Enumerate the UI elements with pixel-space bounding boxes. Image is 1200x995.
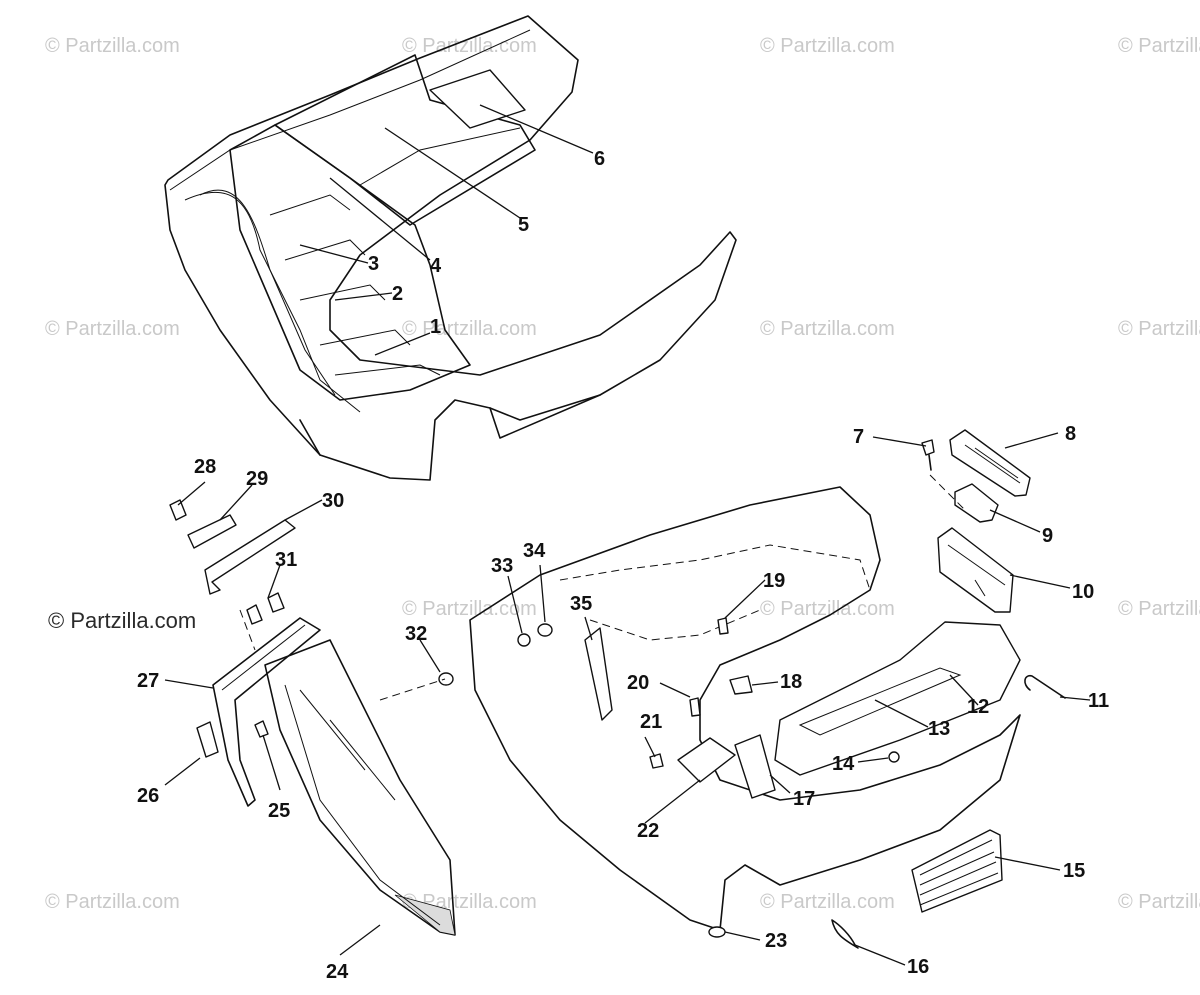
housing-10 xyxy=(937,527,1014,613)
watermark: © Partzilla.com xyxy=(760,891,895,913)
callout-14: 14 xyxy=(832,753,855,775)
watermark: © Partzilla.com xyxy=(760,318,895,340)
fastener-21 xyxy=(649,753,664,769)
watermark: © Partzilla.com xyxy=(1118,891,1200,913)
watermark: © Partzilla.com xyxy=(1118,318,1200,340)
nut-33 xyxy=(517,633,531,647)
callout-21: 21 xyxy=(640,711,662,733)
callout-2: 2 xyxy=(392,283,403,305)
seat-tub-assembly xyxy=(164,15,737,481)
bracket-35 xyxy=(584,627,613,721)
bolt-31a xyxy=(246,604,263,625)
fastener-19 xyxy=(717,617,729,635)
watermark: © Partzilla.com xyxy=(45,891,180,913)
nut-14 xyxy=(888,751,900,763)
callout-13: 13 xyxy=(928,718,950,740)
grommet-23 xyxy=(708,926,726,938)
strip-29 xyxy=(187,514,237,549)
watermark: © Partzilla.com xyxy=(760,35,895,57)
callout-12: 12 xyxy=(967,696,989,718)
watermark: © Partzilla.com xyxy=(1118,35,1200,57)
callout-26: 26 xyxy=(137,785,159,807)
watermark-layer: © Partzilla.com © Partzilla.com © Partzi… xyxy=(45,35,1200,913)
screw-28 xyxy=(169,499,187,521)
callout-31: 31 xyxy=(275,549,297,571)
pin-11 xyxy=(1024,674,1066,699)
callout-labels: 1 2 3 4 5 6 7 8 9 10 11 12 13 14 15 16 1… xyxy=(137,148,1109,983)
callout-35: 35 xyxy=(570,593,592,615)
taillight-group xyxy=(921,429,1031,613)
callout-32: 32 xyxy=(405,623,427,645)
callout-7: 7 xyxy=(853,426,864,448)
callout-34: 34 xyxy=(523,540,546,562)
callout-18: 18 xyxy=(780,671,802,693)
callout-1: 1 xyxy=(430,316,441,338)
hinge-17 xyxy=(734,734,776,799)
callout-4: 4 xyxy=(430,255,442,277)
fastener-20 xyxy=(689,697,701,717)
callout-20: 20 xyxy=(627,672,649,694)
lens-8 xyxy=(949,429,1031,497)
callout-9: 9 xyxy=(1042,525,1053,547)
callout-30: 30 xyxy=(322,490,344,512)
callout-6: 6 xyxy=(594,148,605,170)
leader-lines xyxy=(164,104,1091,966)
callout-10: 10 xyxy=(1072,581,1094,603)
nut-34 xyxy=(537,623,553,637)
watermark: © Partzilla.com xyxy=(1118,598,1200,620)
grille-15 xyxy=(911,829,1003,913)
watermark: © Partzilla.com xyxy=(760,598,895,620)
rail-assembly xyxy=(196,609,456,936)
callout-3: 3 xyxy=(368,253,379,275)
callout-11: 11 xyxy=(1088,690,1109,712)
watermark: © Partzilla.com xyxy=(45,318,180,340)
clip-16 xyxy=(831,919,859,949)
callout-29: 29 xyxy=(246,468,268,490)
callout-33: 33 xyxy=(491,555,513,577)
callout-23: 23 xyxy=(765,930,787,952)
callout-8: 8 xyxy=(1065,423,1076,445)
callout-28: 28 xyxy=(194,456,216,478)
callout-22: 22 xyxy=(637,820,659,842)
watermark-prominent: © Partzilla.com xyxy=(48,608,196,633)
callout-5: 5 xyxy=(518,214,529,236)
clip-26 xyxy=(196,721,219,758)
nut-32 xyxy=(438,672,454,686)
watermark: © Partzilla.com xyxy=(402,598,537,620)
bolt-31b xyxy=(267,592,285,613)
callout-19: 19 xyxy=(763,570,785,592)
hinge-22 xyxy=(677,737,736,783)
callout-16: 16 xyxy=(907,956,929,978)
callout-15: 15 xyxy=(1063,860,1085,882)
cowl-assembly xyxy=(379,486,1066,949)
pad-9 xyxy=(954,483,999,523)
clamp-18 xyxy=(729,675,753,695)
screw-25 xyxy=(254,720,269,738)
callout-25: 25 xyxy=(268,800,290,822)
callout-17: 17 xyxy=(793,788,815,810)
callout-24: 24 xyxy=(326,961,349,983)
bracket-group xyxy=(169,499,296,625)
callout-27: 27 xyxy=(137,670,159,692)
watermark: © Partzilla.com xyxy=(402,318,537,340)
screw-7 xyxy=(921,439,935,456)
watermark: © Partzilla.com xyxy=(45,35,180,57)
